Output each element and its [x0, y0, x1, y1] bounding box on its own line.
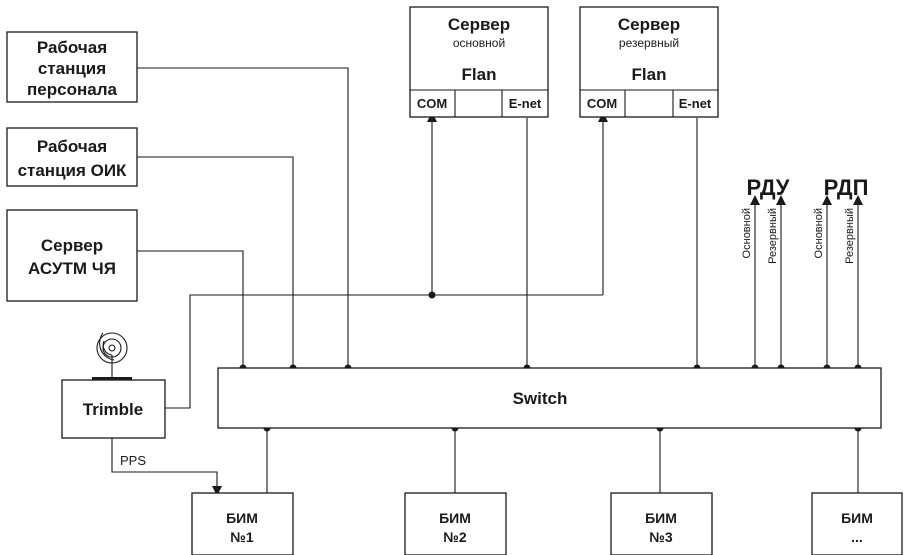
rdp-group: РДП Основной Резервный	[813, 175, 868, 264]
bim-node-1: БИМ №1	[191, 492, 294, 555]
bim-3-line2: №3	[649, 529, 673, 545]
rdp-channel-backup: Резервный	[844, 208, 856, 264]
switch-label: Switch	[513, 389, 568, 408]
workstation-oik-line1: Рабочая	[37, 137, 107, 156]
server-backup-port-com: COM	[587, 96, 617, 111]
workstation-staff-line2: станция	[38, 59, 106, 78]
bim-more-line1: БИМ	[841, 510, 873, 526]
trimble-label: Trimble	[83, 400, 143, 419]
bim-node-3: БИМ №3	[610, 492, 713, 555]
server-main-node: Сервер основной Flan COM E-net	[409, 6, 549, 118]
rdu-channel-main: Основной	[741, 208, 753, 258]
server-backup-node: Сервер резервный Flan COM E-net	[579, 6, 719, 118]
rdu-label: РДУ	[747, 175, 790, 200]
rdp-channel-main: Основной	[813, 208, 825, 258]
server-asutm-node: Сервер АСУТМ ЧЯ	[6, 209, 138, 302]
bim-2-line1: БИМ	[439, 510, 471, 526]
server-main-port-enet: E-net	[509, 96, 542, 111]
server-asutm-line2: АСУТМ ЧЯ	[28, 259, 116, 278]
server-main-app: Flan	[462, 65, 497, 84]
switch-node: Switch	[217, 367, 882, 429]
server-backup-app: Flan	[632, 65, 667, 84]
rdu-group: РДУ Основной Резервный	[741, 175, 790, 264]
bim-node-2: БИМ №2	[404, 492, 507, 555]
rdp-label: РДП	[824, 175, 869, 200]
workstation-staff-line1: Рабочая	[37, 38, 107, 57]
trimble-node: Trimble PPS	[61, 379, 166, 468]
rdu-channel-backup: Резервный	[767, 208, 779, 264]
bim-2-line2: №2	[443, 529, 467, 545]
bim-3-line1: БИМ	[645, 510, 677, 526]
workstation-staff-line3: персонала	[27, 80, 117, 99]
server-backup-subtitle: резервный	[619, 36, 679, 50]
server-asutm-line1: Сервер	[41, 236, 103, 255]
workstation-staff-node: Рабочая станция персонала	[6, 31, 138, 103]
server-main-subtitle: основной	[453, 36, 505, 50]
bim-1-line1: БИМ	[226, 510, 258, 526]
bim-1-line2: №1	[230, 529, 254, 545]
server-backup-title: Сервер	[618, 15, 680, 34]
workstation-oik-line2: станция ОИК	[18, 161, 127, 180]
server-main-title: Сервер	[448, 15, 510, 34]
workstation-oik-node: Рабочая станция ОИК	[6, 127, 138, 187]
connection-lines	[111, 67, 863, 496]
server-main-port-com: COM	[417, 96, 447, 111]
bim-more-line2: ...	[851, 529, 863, 545]
server-backup-port-enet: E-net	[679, 96, 712, 111]
pps-label: PPS	[120, 453, 146, 468]
bim-node-more: БИМ ...	[811, 492, 903, 555]
